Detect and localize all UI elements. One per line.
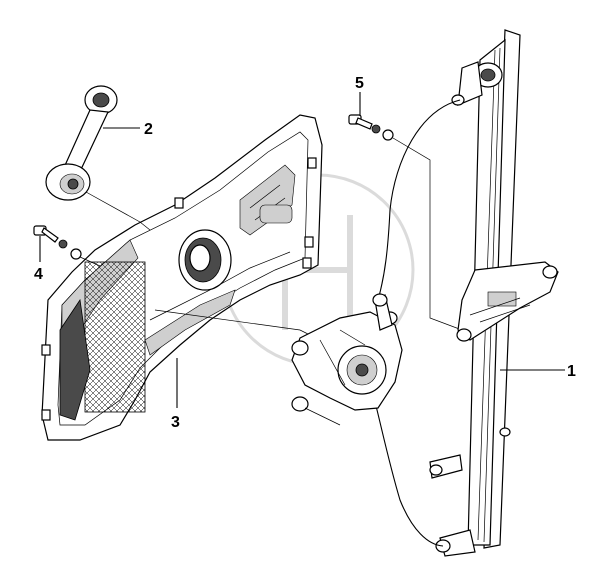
window-regulator-rail [371, 29, 559, 557]
callout-4: 4 [34, 266, 43, 283]
door-inner-panel [41, 114, 341, 441]
window-crank-handle [45, 85, 151, 231]
callout-1: 1 [567, 363, 576, 380]
screw-part-4 [33, 225, 101, 267]
screw-part-5 [348, 114, 463, 331]
callout-5: 5 [355, 75, 364, 92]
leader-lines [39, 92, 565, 408]
regulator-drum-mechanism [291, 293, 403, 426]
callout-3: 3 [171, 414, 180, 431]
callout-2: 2 [144, 121, 153, 138]
